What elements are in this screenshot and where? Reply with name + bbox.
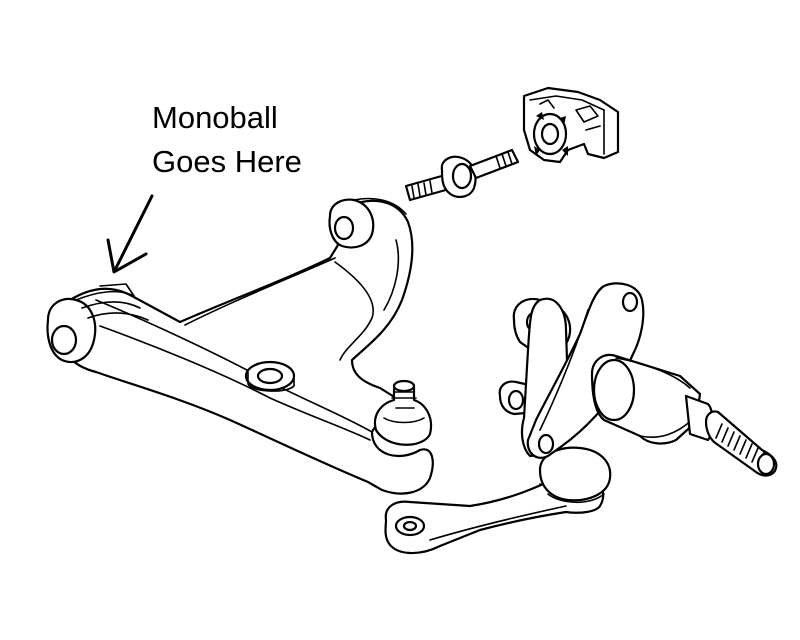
monoball-annotation: Monoball Goes Here [152,96,302,184]
lower-control-arm [46,197,434,495]
steering-knuckle [384,282,778,555]
pointer-arrow [106,194,154,274]
rear-bracket [522,86,620,164]
annotation-line-1: Monoball [152,100,278,135]
annotation-line-2: Goes Here [152,144,302,179]
mounting-bolt [404,148,520,202]
